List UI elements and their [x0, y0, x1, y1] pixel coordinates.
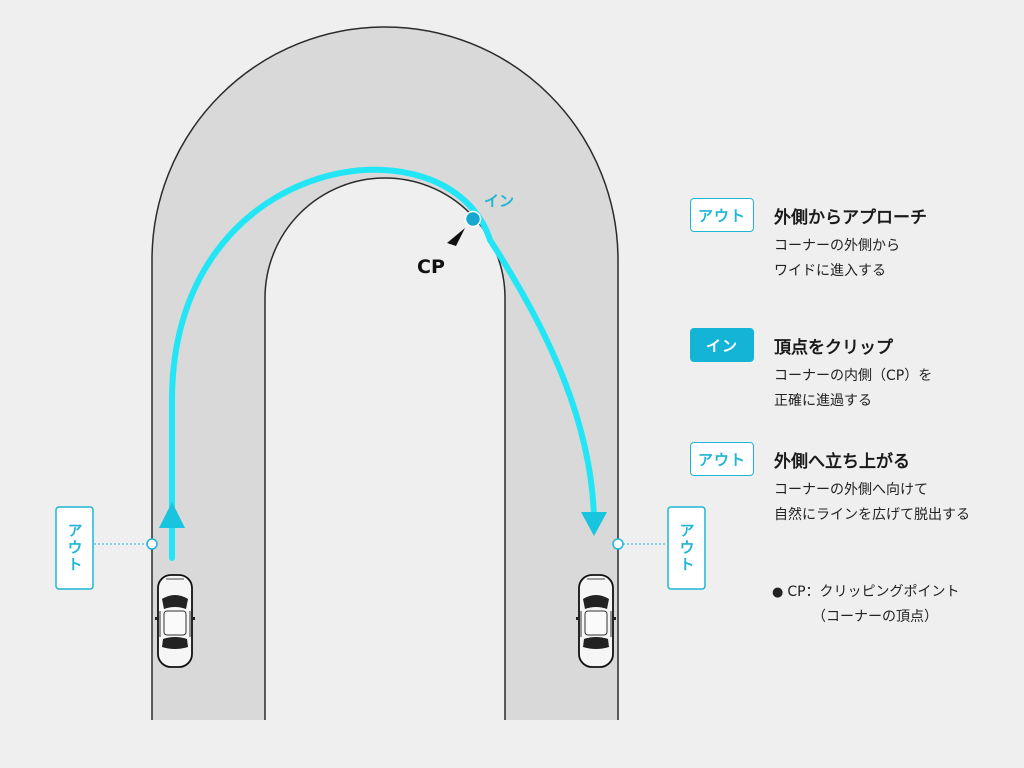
out-badge: アウト [690, 198, 754, 232]
road [152, 27, 618, 720]
end-arrow [581, 512, 607, 536]
car-icon [576, 574, 616, 668]
car-icon [155, 574, 195, 668]
right-out-badge [667, 506, 706, 590]
legend-title: 外側からアプローチ [774, 208, 927, 228]
legend-description: コーナーの外側から ワイドに進入する [774, 234, 900, 284]
cp-footnote: ●CP：クリッピングポイント （コーナーの頂点） [772, 580, 960, 629]
legend-description-line: コーナーの外側から [774, 238, 900, 254]
legend-title: 外側へ立ち上がる [774, 452, 910, 472]
footnote-text: CP：クリッピングポイント [787, 584, 960, 600]
legend-description: コーナーの外側へ向けて 自然にラインを広げて脱出する [774, 478, 970, 528]
road-outer-edge [151, 26, 619, 720]
legend-description-line: 正確に進過する [774, 393, 872, 409]
clipping-point [464, 210, 482, 228]
right-out-label: アウト [678, 523, 696, 574]
in-badge: イン [690, 328, 754, 362]
road-inner-edge [264, 177, 506, 720]
in-label: イン [484, 192, 514, 210]
left-out-point [146, 538, 158, 550]
footnote-line: ●CP：クリッピングポイント [772, 580, 960, 605]
legend-description-line: ワイドに進入する [774, 263, 886, 279]
legend-description-line: 自然にラインを広げて脱出する [774, 507, 970, 523]
cp-pointer [447, 228, 465, 246]
right-out-point [612, 538, 624, 550]
legend-description: コーナーの内側（CP）を 正確に進過する [774, 364, 932, 414]
left-out-label: アウト [66, 523, 84, 574]
bullet-icon: ● [772, 585, 784, 600]
racing-line [169, 166, 597, 561]
left-out-badge [55, 506, 94, 590]
legend-description-line: コーナーの内側（CP）を [774, 368, 933, 384]
legend-description-line: コーナーの外側へ向けて [774, 482, 928, 498]
cp-label: CP [417, 256, 445, 278]
footnote-line: （コーナーの頂点） [812, 609, 938, 625]
legend-title: 頂点をクリップ [774, 338, 893, 358]
out-badge: アウト [690, 442, 754, 476]
start-arrow [159, 502, 185, 528]
